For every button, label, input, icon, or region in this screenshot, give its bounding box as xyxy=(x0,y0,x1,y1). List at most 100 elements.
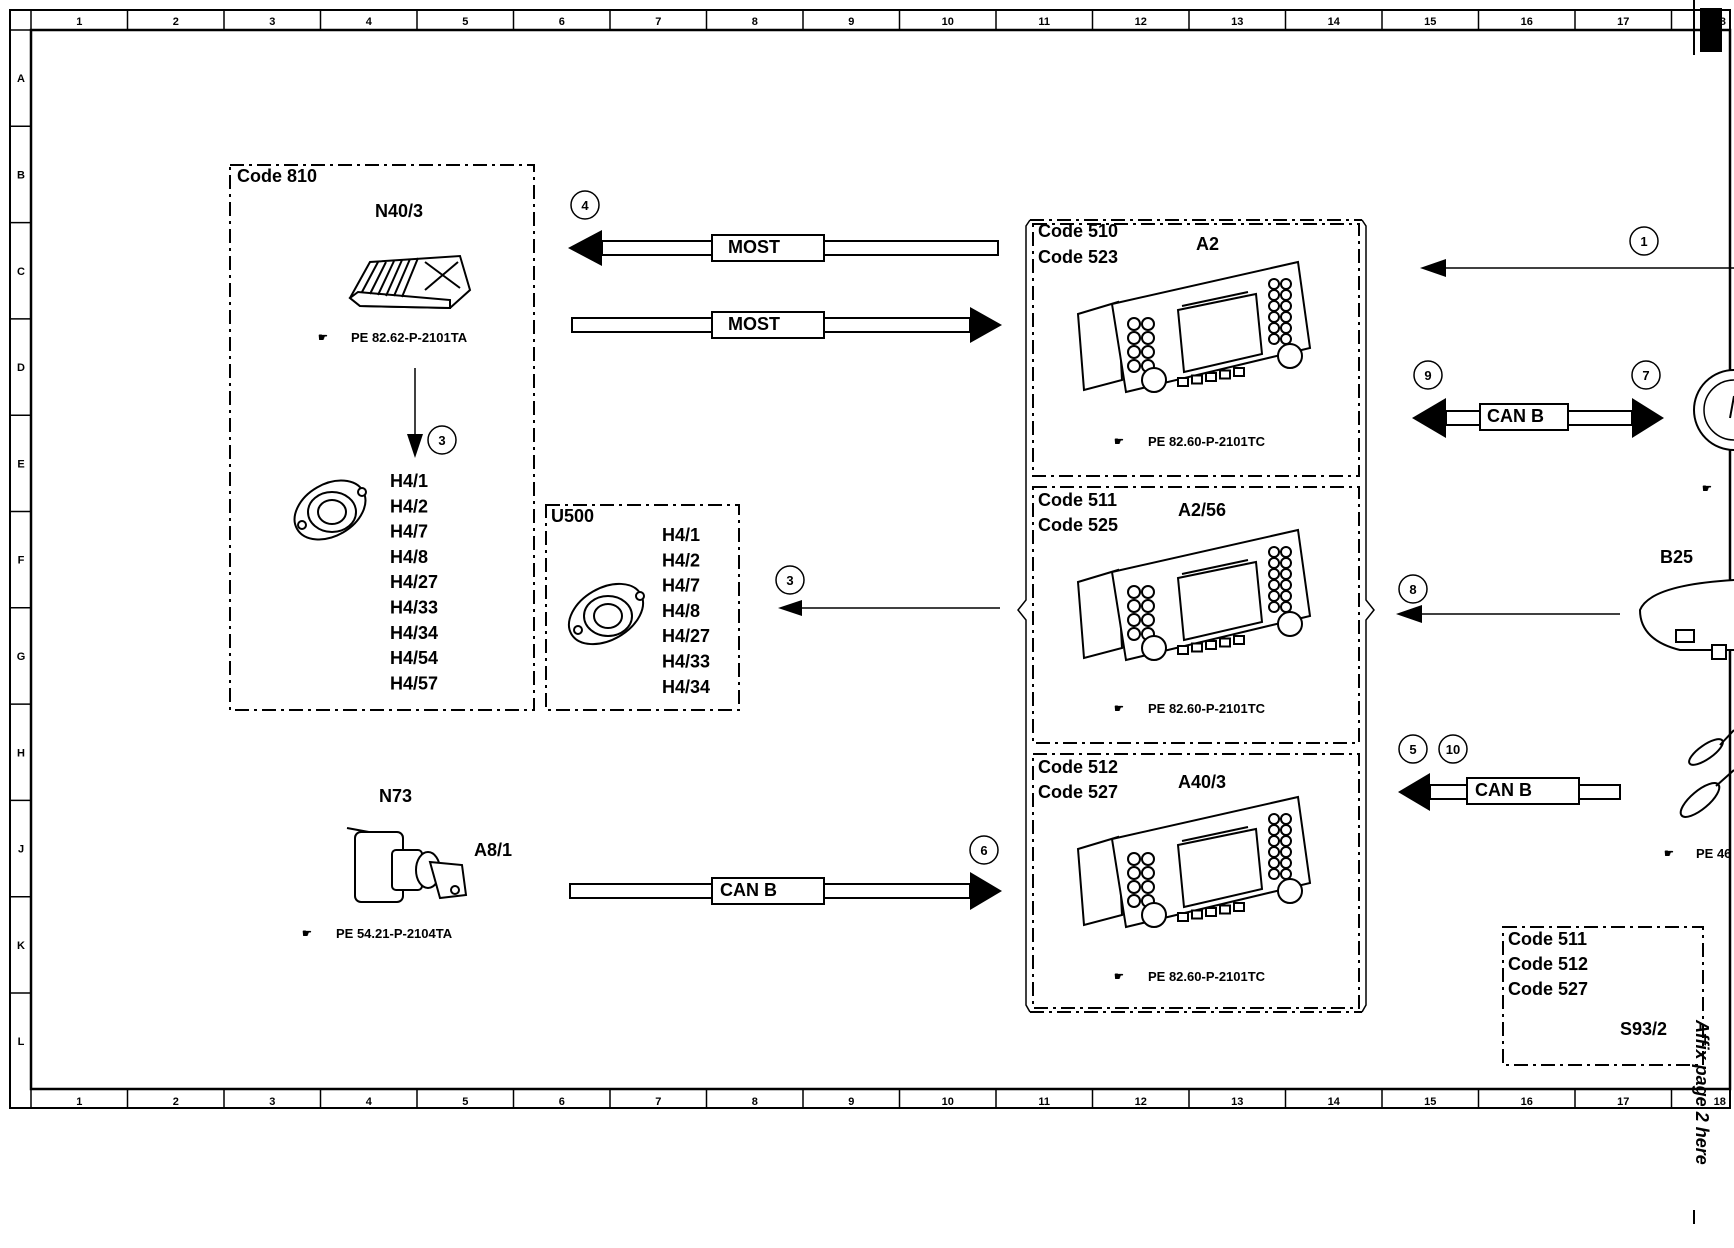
arrow-8-head xyxy=(1396,605,1422,623)
svg-text:5: 5 xyxy=(1409,742,1416,757)
ruler-col-label: 15 xyxy=(1424,1096,1436,1108)
svg-text:6: 6 xyxy=(980,843,987,858)
ruler-col-label: 6 xyxy=(559,16,565,28)
b25-label: B25 xyxy=(1660,547,1693,567)
speaker-code: H4/34 xyxy=(390,623,438,643)
ruler-col-label: 7 xyxy=(655,1096,661,1108)
ruler-col-label: 3 xyxy=(269,16,275,28)
ruler-col-label: 1 xyxy=(76,16,82,28)
ruler-labels: 1122334455667788991010111112121313141415… xyxy=(17,16,1726,1108)
ruler-col-label: 10 xyxy=(942,16,954,28)
ruler-row-label: C xyxy=(17,266,25,278)
a40-3-ref: PE 82.60-P-2101TC xyxy=(1148,969,1266,984)
affix-note-group: Affix page 2 here xyxy=(1692,1019,1712,1165)
marker-6: 6 xyxy=(969,835,999,865)
speaker-icon-u500 xyxy=(568,582,645,646)
a2-56-code2: Code 525 xyxy=(1038,515,1118,535)
most-bus-1-label: MOST xyxy=(728,237,780,257)
most-bus-2-arrow xyxy=(571,307,1002,343)
ref-arrow-icon-cluster: ☛ xyxy=(1702,483,1712,495)
code-810-box xyxy=(229,164,535,711)
ruler-col-label: 8 xyxy=(752,16,758,28)
ruler-col-label: 5 xyxy=(462,16,468,28)
can-b-bus-3-label: CAN B xyxy=(1475,780,1532,800)
a40-3-box xyxy=(1032,753,1360,1009)
a40-3-label: A40/3 xyxy=(1178,772,1226,792)
ruler-col-label: 5 xyxy=(462,1096,468,1108)
steering-wheel-buttons-icon xyxy=(1679,729,1734,818)
head-unit-bracket-right xyxy=(1361,219,1375,1013)
a2-ref: PE 82.60-P-2101TC xyxy=(1148,434,1266,449)
ruler-col-label: 12 xyxy=(1135,16,1147,28)
marker-7: 7 xyxy=(1631,360,1661,390)
speaker-code: H4/2 xyxy=(390,496,428,516)
a2-code2: Code 523 xyxy=(1038,247,1118,267)
ruler-col-label: 2 xyxy=(173,1096,179,1108)
u500-label: U500 xyxy=(551,506,594,526)
s93-2-code1: Code 511 xyxy=(1508,929,1587,949)
svg-text:7: 7 xyxy=(1642,368,1649,383)
svg-text:10: 10 xyxy=(1446,742,1460,757)
speaker-code: H4/54 xyxy=(390,648,438,668)
can-b-bus-2-label: CAN B xyxy=(1487,406,1544,426)
ref-arrow-icon-a2: ☛ xyxy=(1114,436,1124,448)
can-b-bus-3-arrow xyxy=(1398,773,1621,811)
s93-2-code3: Code 527 xyxy=(1508,979,1588,999)
speaker-code: H4/8 xyxy=(390,547,428,567)
a2-56-code1: Code 511 xyxy=(1038,490,1117,510)
ruler-row-label: F xyxy=(18,555,25,567)
a2-label: A2 xyxy=(1196,234,1219,254)
marker-3a: 3 xyxy=(427,425,457,455)
marker-3b: 3 xyxy=(775,565,805,595)
arrow-3-head xyxy=(778,600,802,616)
head-unit-bracket-left xyxy=(1017,219,1031,1013)
ruler-col-label: 16 xyxy=(1521,16,1533,28)
svg-text:3: 3 xyxy=(438,433,445,448)
ruler-row-label: E xyxy=(17,458,24,470)
a40-3-code2: Code 527 xyxy=(1038,782,1118,802)
svg-text:8: 8 xyxy=(1409,582,1416,597)
speaker-code: H4/7 xyxy=(390,522,428,542)
ruler-col-label: 4 xyxy=(366,16,373,28)
a2-56-label: A2/56 xyxy=(1178,500,1226,520)
speaker-code: H4/33 xyxy=(390,598,438,618)
speaker-icon-810 xyxy=(293,479,367,541)
svg-text:9: 9 xyxy=(1424,368,1431,383)
a40-3-code1: Code 512 xyxy=(1038,757,1118,777)
ruler-row-label: G xyxy=(17,651,26,663)
speaker-code: H4/57 xyxy=(390,673,438,693)
ruler-col-label: 15 xyxy=(1424,16,1436,28)
speaker-code: H4/1 xyxy=(662,525,700,545)
head-unit-icon-a2-56 xyxy=(1076,528,1312,662)
svg-text:4: 4 xyxy=(581,198,589,213)
a2-code1: Code 510 xyxy=(1038,221,1118,241)
ruler-col-label: 11 xyxy=(1038,16,1050,28)
can-b-bus-1-arrow xyxy=(569,872,1002,910)
ruler-col-label: 16 xyxy=(1521,1096,1533,1108)
marker-10: 10 xyxy=(1438,734,1468,764)
ruler-row-label: K xyxy=(17,940,25,952)
a2-56-box xyxy=(1032,486,1360,744)
ruler-col-label: 9 xyxy=(848,16,854,28)
instrument-cluster-icon xyxy=(1693,369,1734,451)
amplifier-icon xyxy=(348,254,472,310)
ruler-col-label: 6 xyxy=(559,1096,565,1108)
ruler-row-label: H xyxy=(17,747,25,759)
ruler-col-label: 17 xyxy=(1617,16,1629,28)
ref-arrow-icon-810: ☛ xyxy=(318,332,328,344)
ruler-col-label: 4 xyxy=(366,1096,373,1108)
steering-ref: PE 46 xyxy=(1696,846,1731,861)
u500-box xyxy=(545,504,740,711)
marker-5: 5 xyxy=(1398,734,1428,764)
ruler-row-label: A xyxy=(17,73,25,85)
svg-text:1: 1 xyxy=(1640,234,1647,249)
head-unit-icon-a2 xyxy=(1076,260,1312,394)
speaker-code: H4/27 xyxy=(662,626,710,646)
a2-56-ref: PE 82.60-P-2101TC xyxy=(1148,701,1266,716)
most-bus-1-arrow xyxy=(568,230,999,266)
ruler-col-label: 9 xyxy=(848,1096,854,1108)
ruler-row-label: B xyxy=(17,169,25,181)
n40-3-label: N40/3 xyxy=(375,201,423,221)
ruler-col-label: 18 xyxy=(1714,1096,1726,1108)
speaker-code: H4/33 xyxy=(662,652,710,672)
